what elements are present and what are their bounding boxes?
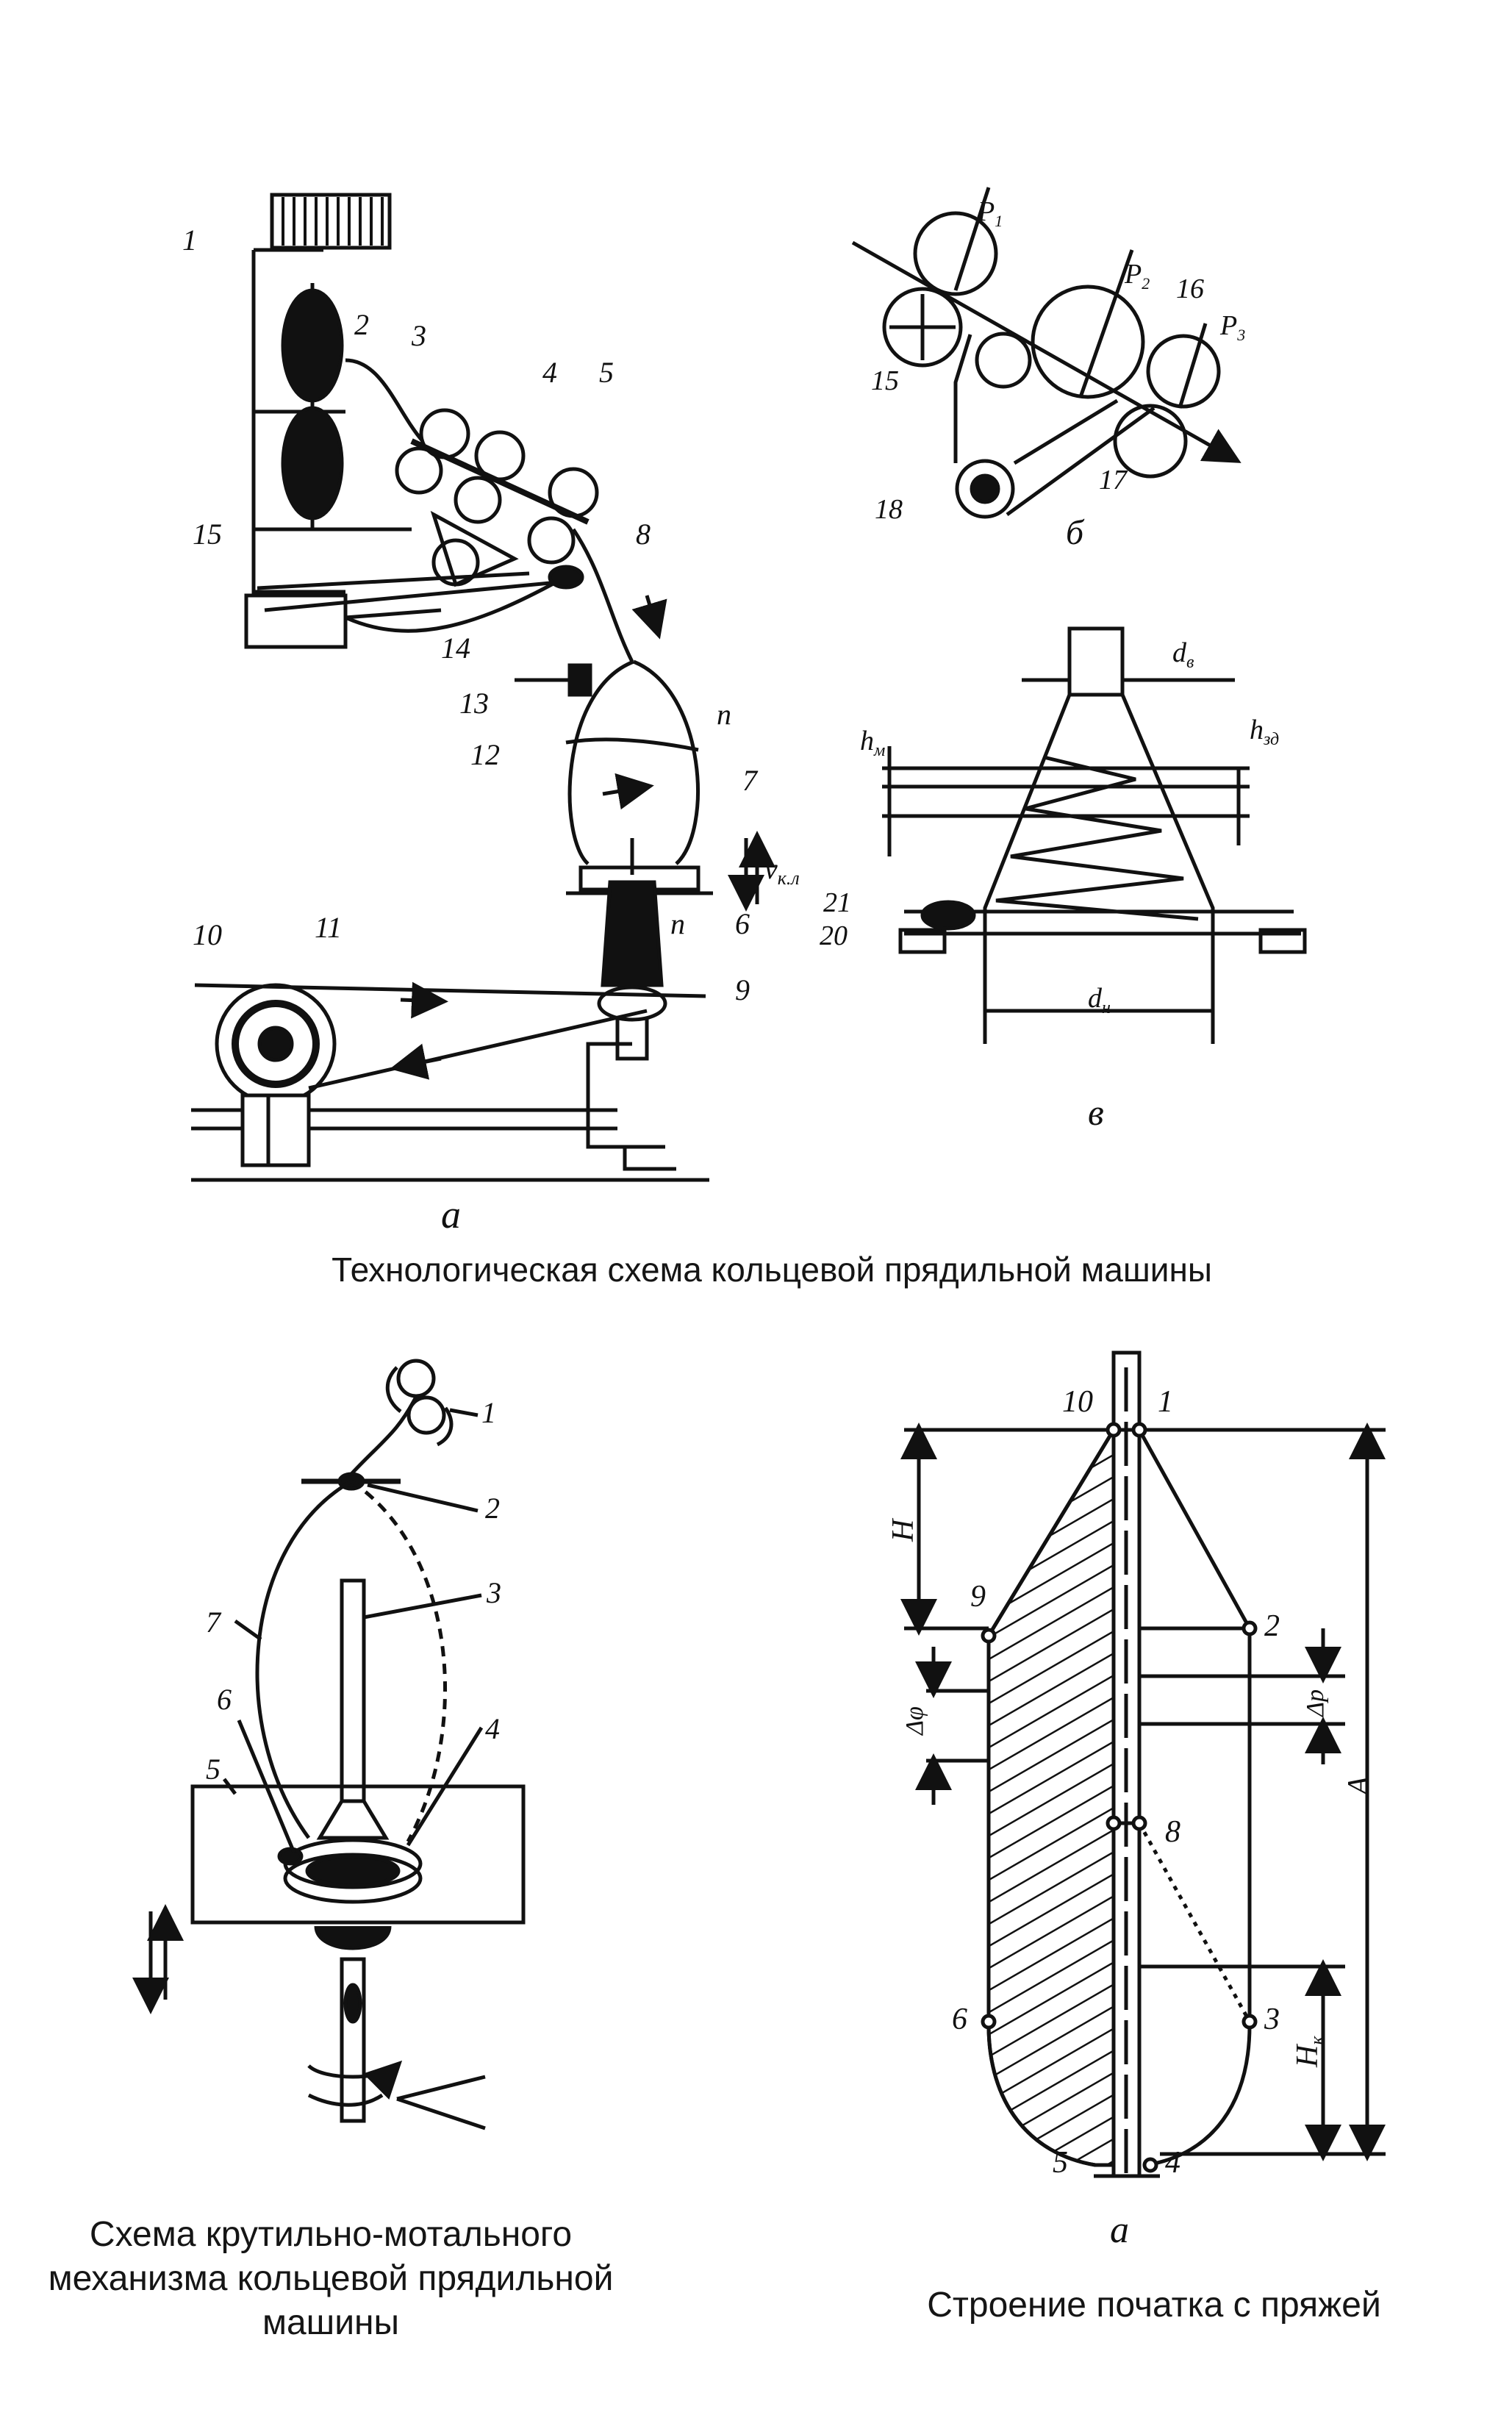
- label-20: 20: [820, 920, 848, 951]
- label-Hk: Hк: [1291, 2036, 1328, 2068]
- cop-structure-labels: 10 1 9 2 8 6 3 5 4 H A Hк Δр Δφ а: [886, 1385, 1376, 2251]
- label-v: vк.л: [764, 852, 800, 889]
- cop-winding-labels: dв dн hм hзд 21 20 в: [820, 637, 1279, 1133]
- label-p2: P2: [1124, 259, 1150, 293]
- label-10: 10: [193, 918, 222, 951]
- label-t3: 3: [486, 1576, 501, 1609]
- label-dn: dн: [1088, 983, 1111, 1017]
- label-16: 16: [1176, 273, 1204, 304]
- label-c8: 8: [1165, 1815, 1180, 1849]
- label-5: 5: [599, 356, 614, 389]
- diagram-v-label: в: [1088, 1092, 1104, 1133]
- cop-structure-caption: Строение початка с пряжей: [927, 2286, 1381, 2325]
- label-9: 9: [735, 973, 750, 1006]
- label-c1: 1: [1158, 1385, 1173, 1419]
- twist-caption-line-2: механизма кольцевой прядильной: [48, 2259, 614, 2298]
- label-p3: P3: [1219, 310, 1245, 344]
- label-dv: dв: [1172, 637, 1194, 672]
- label-t5: 5: [206, 1753, 221, 1786]
- diagram-a-label: а: [441, 1192, 461, 1237]
- label-17: 17: [1099, 465, 1128, 495]
- label-14: 14: [441, 631, 470, 665]
- label-7: 7: [742, 764, 759, 797]
- label-1: 1: [182, 223, 197, 257]
- label-15b: 15: [871, 365, 899, 396]
- diagram-b-label: б: [1066, 513, 1085, 552]
- label-hm: hм: [860, 726, 885, 760]
- label-nr: n: [670, 907, 685, 940]
- label-c5: 5: [1053, 2146, 1068, 2180]
- label-13: 13: [459, 687, 489, 720]
- label-c2: 2: [1264, 1609, 1280, 1643]
- spinning-frame-labels: 1 2 3 4 5 6 7 8 9 10 11 12 13 14 15 n n …: [182, 223, 800, 1237]
- label-11: 11: [315, 911, 342, 944]
- spinning-frame-diagram: [191, 193, 775, 1182]
- label-t7: 7: [206, 1606, 222, 1639]
- label-3: 3: [411, 319, 426, 352]
- label-c10: 10: [1062, 1385, 1093, 1419]
- label-4: 4: [542, 356, 557, 389]
- label-t2: 2: [485, 1492, 500, 1525]
- label-12: 12: [470, 738, 500, 771]
- main-caption: Технологическая схема кольцевой прядильн…: [332, 1250, 1212, 1289]
- label-8: 8: [636, 518, 651, 551]
- label-t6: 6: [217, 1683, 232, 1716]
- label-c3: 3: [1264, 2003, 1280, 2036]
- twist-winding-labels: 1 2 3 4 5 6 7: [206, 1396, 501, 1786]
- label-dphi: Δφ: [901, 1706, 928, 1736]
- label-p1: P1: [977, 196, 1003, 230]
- drafting-rollers-labels: P1 P2 P3 15 16 17 18 б: [871, 196, 1245, 552]
- twist-caption-line-3: машины: [262, 2303, 400, 2342]
- cop-label: а: [1110, 2209, 1129, 2251]
- label-15: 15: [193, 518, 222, 551]
- cop-winding-diagram: [882, 626, 1307, 1044]
- label-hzd: hзд: [1250, 715, 1279, 749]
- label-A: A: [1342, 1776, 1376, 1797]
- label-c6: 6: [952, 2003, 967, 2036]
- label-18: 18: [875, 494, 903, 525]
- twist-winding-mechanism: [132, 1359, 526, 2130]
- cop-structure-diagram: [900, 1350, 1386, 2178]
- label-2: 2: [354, 308, 369, 341]
- label-21: 21: [823, 887, 851, 918]
- label-dp: Δр: [1302, 1689, 1329, 1718]
- label-H: H: [886, 1517, 920, 1542]
- label-c9: 9: [970, 1580, 986, 1614]
- label-t4: 4: [485, 1712, 500, 1745]
- label-c4: 4: [1165, 2146, 1180, 2180]
- label-nb: n: [717, 698, 731, 731]
- twist-caption-line-1: Схема крутильно-мотального: [89, 2215, 573, 2254]
- label-t1: 1: [481, 1396, 496, 1429]
- drafting-rollers-diagram: [851, 187, 1242, 519]
- twist-mechanism-caption: Схема крутильно-мотального механизма кол…: [7, 2213, 654, 2345]
- label-6: 6: [735, 907, 750, 940]
